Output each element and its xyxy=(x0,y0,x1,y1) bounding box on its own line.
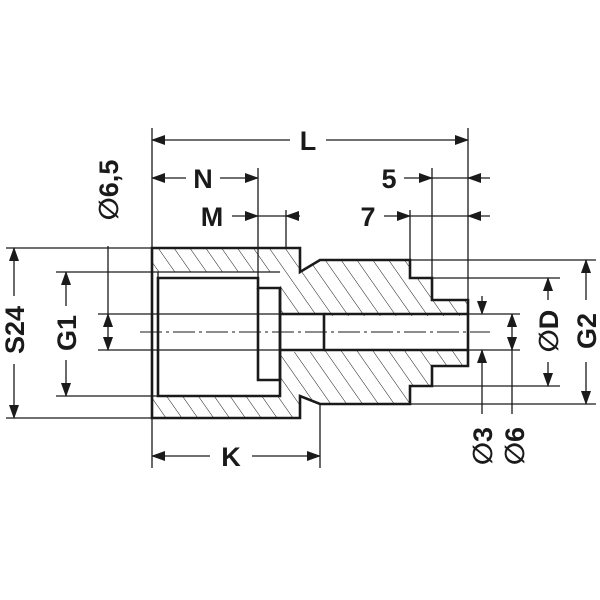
dim-label-M: M xyxy=(201,202,224,232)
dim-label-dia-6: ∅6 xyxy=(500,427,530,465)
dim-label-7: 7 xyxy=(360,202,375,232)
section-hatching xyxy=(152,248,468,418)
extension-lines xyxy=(6,128,596,468)
dim-label-dia-3: ∅3 xyxy=(468,427,498,465)
dim-label-N: N xyxy=(193,164,213,194)
dim-label-K: K xyxy=(221,442,241,472)
dim-label-L: L xyxy=(300,126,317,156)
dim-label-dia-D: ∅D xyxy=(534,310,564,353)
dim-label-G2: G2 xyxy=(572,313,600,349)
dimension-lines xyxy=(9,135,591,461)
dim-label-S24: S24 xyxy=(0,306,30,354)
dim-label-G1: G1 xyxy=(52,315,82,351)
dim-label-dia-6-5: ∅6,5 xyxy=(94,160,124,221)
adapter-outline xyxy=(150,246,470,420)
dim-label-5: 5 xyxy=(381,164,396,194)
